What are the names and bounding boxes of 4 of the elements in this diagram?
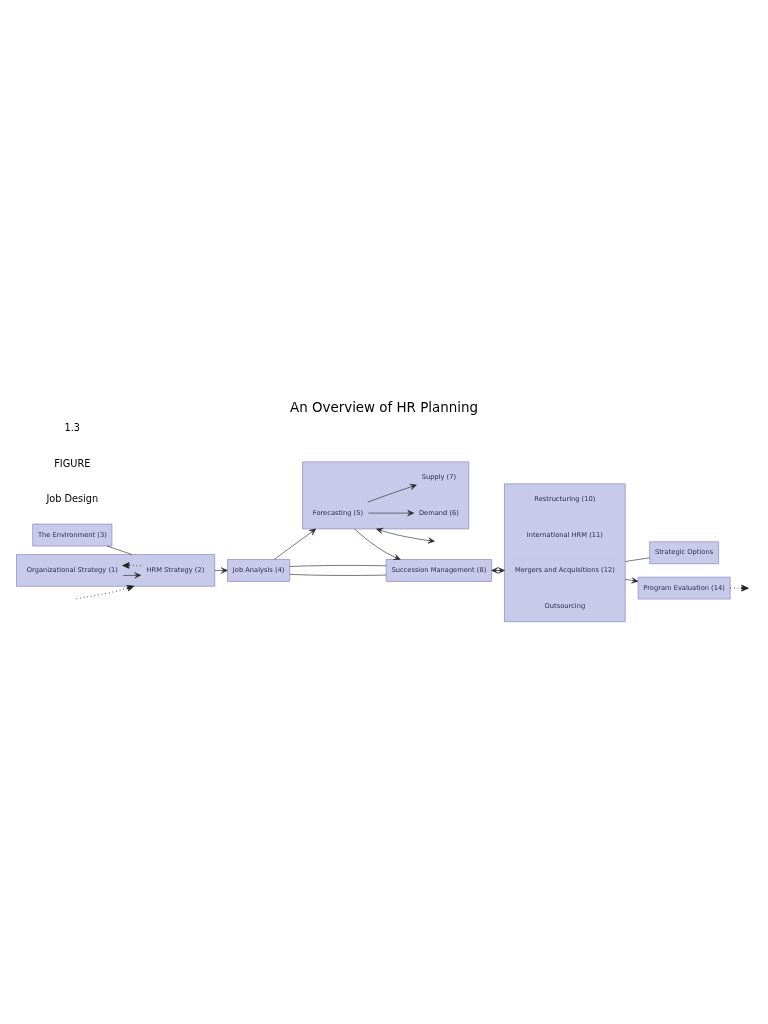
label: 1.3	[64, 421, 81, 433]
label: FIGURE	[54, 457, 91, 469]
label: Job Design	[46, 492, 99, 504]
diagram-title: An Overview of HR Planning	[290, 399, 478, 415]
